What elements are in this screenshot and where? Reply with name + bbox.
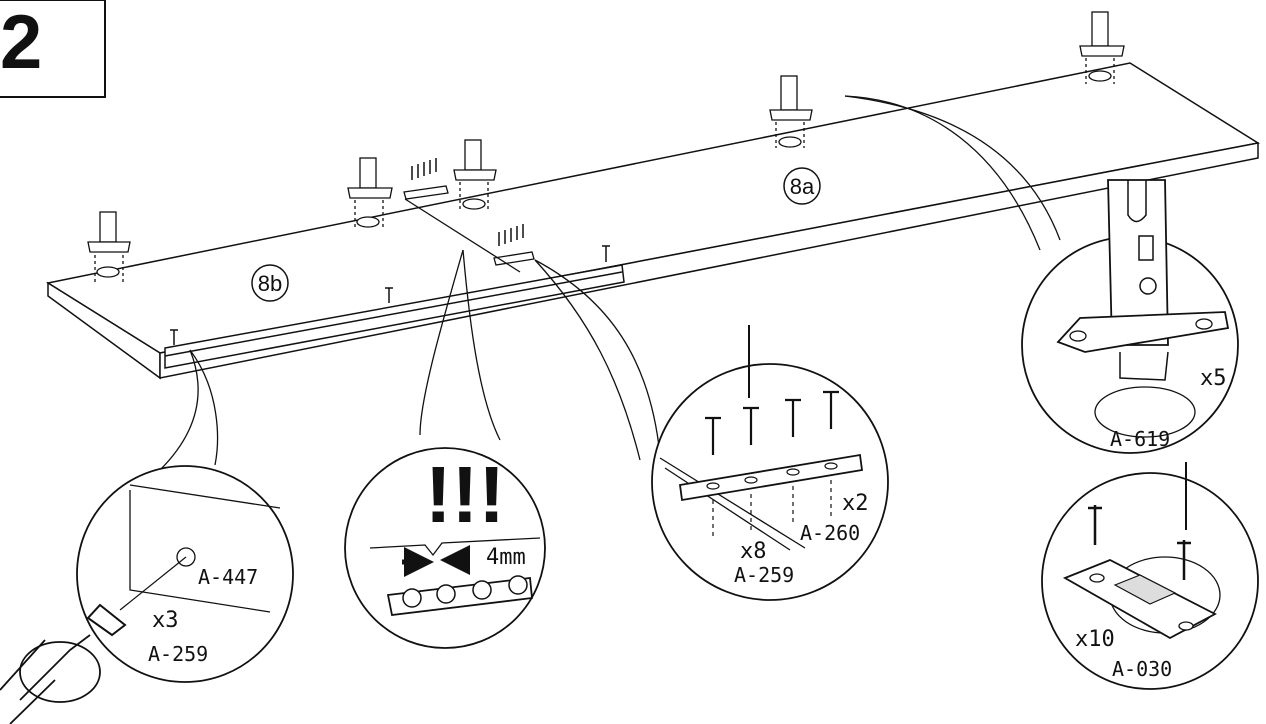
screw-count-small: x2 (842, 491, 869, 516)
hinge-bracket (453, 139, 497, 210)
screwdriver-icon (0, 634, 101, 724)
hinge-bracket (1079, 11, 1125, 84)
step-number-box: 2 (0, 0, 106, 98)
callout-lines (159, 95, 1061, 471)
hinge-bracket (87, 211, 131, 282)
hole-part: A-447 (198, 565, 258, 589)
hinge-part: A-619 (1110, 427, 1170, 451)
hinge-bracket (347, 157, 393, 228)
screw-markers (170, 158, 610, 345)
svg-text:8a: 8a (790, 174, 815, 199)
connector-plate (403, 185, 535, 273)
board (46, 62, 1261, 380)
screw-count-large: x8 (740, 539, 767, 564)
screw-count: x3 (152, 608, 179, 633)
hinge-bracket (769, 75, 813, 148)
screw-part: A-259 (148, 642, 208, 666)
detail-gap-warning: !!! 4mm (344, 447, 546, 649)
screw-part-small: A-260 (800, 521, 860, 545)
hinge-count: x5 (1200, 366, 1227, 391)
detail-plate: x10 A-030 (1041, 462, 1259, 690)
label-8a: 8a (783, 167, 821, 205)
gap-size: 4mm (486, 545, 526, 570)
detail-hinge: x5 A-619 (1021, 179, 1239, 454)
plate-part: A-030 (1112, 657, 1172, 681)
detail-connector-screws: x2 A-260 x8 A-259 (651, 325, 889, 601)
warning-marks: !!! (425, 450, 505, 539)
label-8b: 8b (251, 264, 289, 302)
screw-part-large: A-259 (734, 563, 794, 587)
step-number: 2 (0, 0, 42, 85)
plate-count: x10 (1075, 627, 1115, 652)
svg-text:8b: 8b (258, 271, 282, 296)
detail-hole: A-447 x3 A-259 (76, 465, 294, 683)
